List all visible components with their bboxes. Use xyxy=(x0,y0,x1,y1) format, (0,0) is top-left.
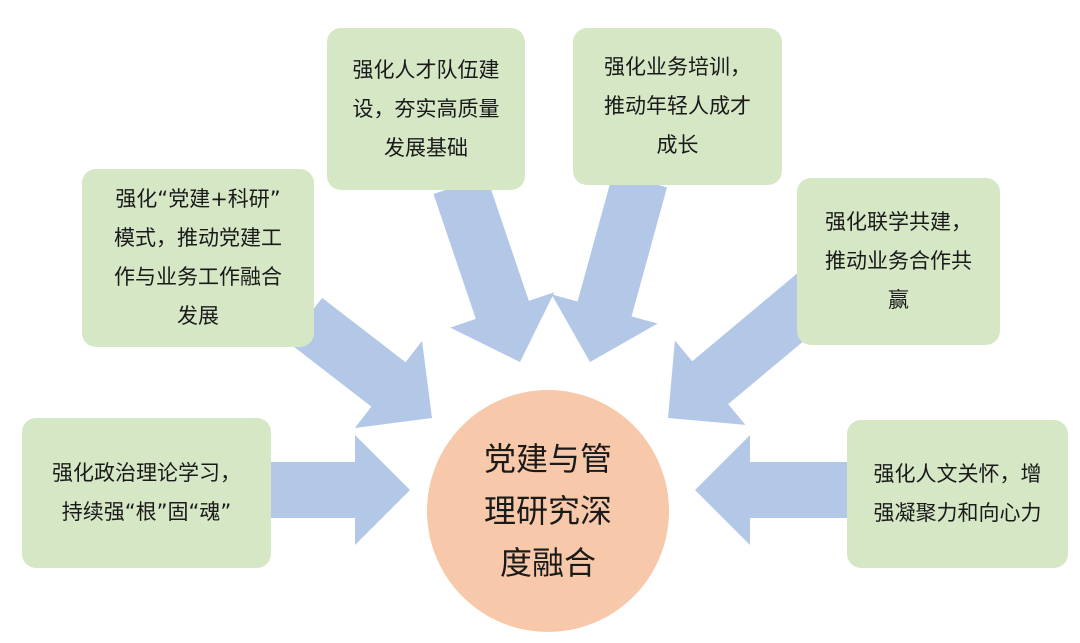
box-text-line: 持续强“根”固“魂” xyxy=(61,500,232,524)
box-humanistic: 强化人文关怀，增 强凝聚力和向心力 xyxy=(847,420,1068,568)
box-text-line: 作与业务工作融合 xyxy=(114,265,282,289)
box-text-line: 强凝聚力和向心力 xyxy=(873,501,1042,525)
arrow-talent-icon xyxy=(433,176,555,362)
box-research: 强化“党建+科研” 模式，推动党建工 作与业务工作融合 发展 xyxy=(82,169,314,347)
box-text-line: 强化联学共建， xyxy=(825,210,972,234)
center-circle: 党建与管 理研究深 度融合 xyxy=(427,390,669,632)
box-text-line: 强化“党建+科研” xyxy=(115,187,281,211)
box-text-line: 推动业务合作共 xyxy=(825,249,972,273)
box-text-line: 发展基础 xyxy=(384,135,468,160)
box-text-line: 设，夯实高质量 xyxy=(352,96,500,121)
center-text-line: 党建与管 xyxy=(483,440,612,478)
arrow-humanistic-icon xyxy=(695,435,847,545)
box-text-line: 强化人文关怀，增 xyxy=(873,462,1042,486)
box-political: 强化政治理论学习， 持续强“根”固“魂” xyxy=(22,418,271,568)
arrow-training-icon xyxy=(551,172,667,362)
box-text-line: 强化政治理论学习， xyxy=(52,461,241,485)
box-talent: 强化人才队伍建 设，夯实高质量 发展基础 xyxy=(327,28,525,190)
box-text-line: 赢 xyxy=(888,288,909,312)
box-text-line: 成长 xyxy=(656,133,699,157)
arrow-joint-icon xyxy=(668,273,833,425)
box-text-line: 模式，推动党建工 xyxy=(114,226,282,250)
box-text-line: 推动年轻人成才 xyxy=(604,94,751,118)
box-text-line: 发展 xyxy=(177,304,219,328)
box-joint: 强化联学共建， 推动业务合作共 赢 xyxy=(797,178,1000,345)
arrow-research-icon xyxy=(287,297,432,428)
box-text-line: 强化人才队伍建 xyxy=(352,57,500,82)
box-text-line: 强化业务培训， xyxy=(604,55,751,79)
center-text-line: 理研究深 xyxy=(483,492,612,530)
box-training: 强化业务培训， 推动年轻人成才 成长 xyxy=(573,28,782,185)
center-text-line: 度融合 xyxy=(499,544,596,582)
arrow-political-icon xyxy=(271,435,410,545)
